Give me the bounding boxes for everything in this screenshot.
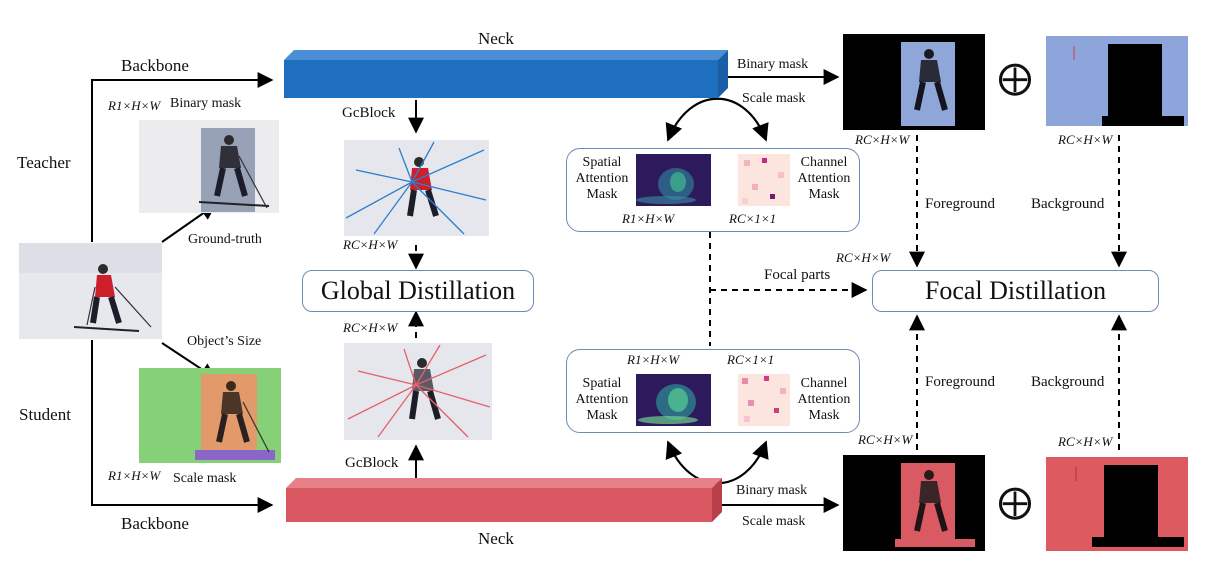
r1hw-bottom-left: R1×H×W — [108, 468, 161, 483]
focal-distillation-label: Focal Distillation — [924, 276, 1107, 305]
rchw-gc-top: RC×H×W — [343, 237, 398, 252]
rchw-gc-bottom: RC×H×W — [343, 320, 398, 335]
rchw-fg-bottom: RC×H×W — [858, 432, 913, 447]
global-distillation-box: Global Distillation — [302, 270, 534, 312]
channel-attention-map-top — [738, 154, 790, 206]
gcblock-top-label: GcBlock — [342, 105, 396, 121]
gcblock-student-image — [344, 343, 492, 440]
spatial-attention-map-top — [636, 154, 711, 206]
scale-mask-top-right-label: Scale mask — [742, 91, 806, 106]
gcblock-teacher-image — [344, 140, 489, 236]
objects-size-label: Object’s Size — [187, 334, 262, 349]
student-background-feature — [1046, 457, 1188, 551]
binary-mask-left-label: Binary mask — [170, 96, 242, 111]
student-neck-bar — [286, 478, 722, 522]
spatial-attention-mask-bottom-label: Spatial Attention Mask — [575, 376, 629, 424]
neck-top-label: Neck — [478, 29, 514, 48]
channel-attention-mask-bottom-label: Channel Attention Mask — [797, 376, 851, 424]
student-backbone-arrow — [91, 340, 274, 513]
rc11-channel-top: RC×1×1 — [729, 211, 777, 226]
ground-truth-label: Ground-truth — [188, 232, 262, 247]
teacher-foreground-feature — [843, 34, 985, 130]
rchw-focal: RC×H×W — [836, 250, 891, 265]
binary-mask-image — [139, 120, 279, 213]
rchw-bg-bottom: RC×H×W — [1058, 434, 1113, 449]
curve-arrow-top — [665, 97, 769, 142]
student-attention-panel — [566, 349, 860, 433]
channel-attention-mask-top-label: Channel Attention Mask — [797, 155, 851, 203]
foreground-top-label: Foreground — [925, 196, 995, 212]
spatial-attention-mask-top-label: Spatial Attention Mask — [575, 155, 629, 203]
r1hw-top-left: R1×H×W — [108, 98, 161, 113]
binary-mask-top-right-label: Binary mask — [737, 57, 809, 72]
rc11-channel-bottom: RC×1×1 — [727, 352, 775, 367]
r1hw-spatial-bottom: R1×H×W — [627, 352, 680, 367]
binary-mask-bottom-right-label: Binary mask — [736, 483, 808, 498]
rchw-fg-top: RC×H×W — [855, 132, 910, 147]
foreground-bottom-label: Foreground — [925, 374, 995, 390]
oplus-bottom: ⨁ — [998, 484, 1032, 521]
focal-distillation-box: Focal Distillation — [872, 270, 1159, 312]
global-distillation-label: Global Distillation — [320, 276, 516, 305]
gcblock-bottom-label: GcBlock — [345, 455, 399, 471]
teacher-label: Teacher — [17, 153, 71, 172]
background-top-label: Background — [1031, 196, 1105, 212]
scale-mask-bottom-right-label: Scale mask — [742, 514, 806, 529]
teacher-attention-panel — [566, 148, 860, 232]
teacher-backbone-arrow — [91, 72, 274, 242]
rchw-bg-top: RC×H×W — [1058, 132, 1113, 147]
focal-parts-label: Focal parts — [764, 267, 831, 283]
teacher-background-feature — [1046, 36, 1188, 126]
student-foreground-feature — [843, 455, 985, 551]
oplus-top: ⨁ — [998, 60, 1032, 97]
teacher-neck-bar — [284, 50, 728, 98]
background-bottom-label: Background — [1031, 374, 1105, 390]
r1hw-spatial-top: R1×H×W — [622, 211, 675, 226]
scale-mask-image — [139, 368, 281, 463]
backbone-top-label: Backbone — [121, 56, 189, 75]
student-label: Student — [19, 405, 71, 424]
input-skier-image — [19, 243, 162, 339]
neck-bottom-label: Neck — [478, 529, 514, 548]
backbone-bottom-label: Backbone — [121, 514, 189, 533]
spatial-attention-map-bottom — [636, 374, 711, 426]
channel-attention-map-bottom — [738, 374, 790, 426]
scale-mask-left-label: Scale mask — [173, 471, 237, 486]
